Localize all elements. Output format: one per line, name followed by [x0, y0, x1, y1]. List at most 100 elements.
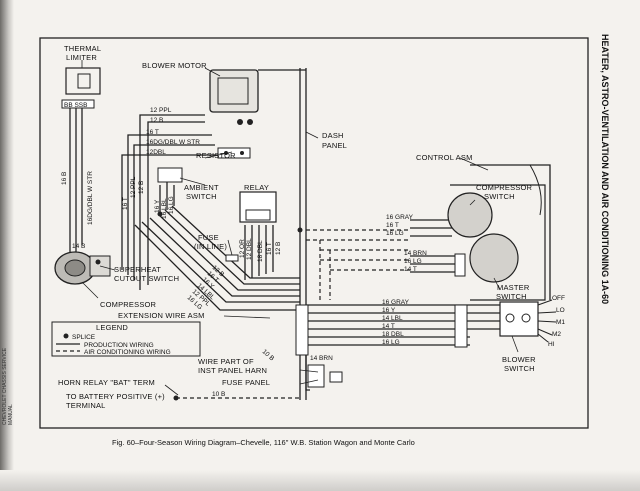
switch-pos-m1: M1: [556, 319, 565, 326]
label-to-battery-1: TO BATTERY POSITIVE (+): [66, 392, 165, 401]
relay: [239, 191, 277, 223]
dashed-run-1: [306, 229, 410, 271]
label-dash-panel-1: DASH: [322, 131, 344, 140]
wire-label: 14 LBL: [382, 315, 403, 322]
wire-label: 16 Y: [382, 307, 396, 314]
label-superheat-1: SUPERHEAT: [114, 265, 161, 274]
wire-resistor-group: [121, 134, 220, 280]
switch-pos-hi: HI: [548, 341, 555, 348]
blower-switch: [499, 299, 557, 343]
wire-label: 12 PPL: [150, 107, 172, 114]
wire-relay: [244, 225, 274, 280]
switch-pos-off: OFF: [552, 295, 565, 302]
diagram-border: [39, 37, 589, 429]
label-relay: RELAY: [244, 183, 269, 192]
wire-label: 12DBL: [146, 149, 166, 156]
legend: LEGEND SPLICE PRODUCTION WIRING AIR COND…: [51, 321, 201, 357]
master-switch-dome: [469, 233, 519, 283]
label-thermal-limiter-1: THERMAL: [64, 44, 101, 53]
wire-diagonal-bundle: [134, 205, 300, 311]
wire-label: 16 T: [386, 222, 399, 229]
dashed-vertical: [319, 240, 331, 300]
page-binding-shadow: [0, 0, 14, 491]
wire-label: 16 T: [266, 242, 273, 255]
leader-lines: [81, 60, 519, 396]
wire-label: 12 B: [275, 242, 282, 255]
wire-ambient: [159, 180, 175, 214]
switch-pos-m2: M2: [552, 331, 561, 338]
label-extension-wire: EXTENSION WIRE ASM: [118, 311, 205, 320]
wire-label: 12 DBL: [246, 238, 253, 260]
legend-title: LEGEND: [96, 323, 128, 332]
wire-label: 16 LG: [168, 196, 175, 214]
page-bottom-shadow: [0, 470, 640, 491]
wire-lower-horizontal: [306, 304, 470, 346]
ambient-switch: [157, 167, 183, 183]
wire-label: 16 B: [61, 172, 68, 185]
wire-label: 16 LG: [382, 339, 400, 346]
wire-label: 16 Y: [154, 199, 161, 213]
connector-blocks: [295, 253, 468, 388]
label-master-switch-2: SWITCH: [496, 292, 527, 301]
label-superheat-2: CUTOUT SWITCH: [114, 274, 179, 283]
switch-pos-lo: LO: [556, 307, 565, 314]
wire-compressor-switch: [410, 219, 452, 237]
wire-label: 16 GRAY: [382, 299, 410, 306]
wire-thermal-to-compressor: [69, 108, 83, 255]
fuse-panel-small: [329, 371, 343, 383]
wire-blower-left: [139, 114, 205, 290]
splices: [95, 211, 303, 401]
compressor-switch-dome: [447, 192, 493, 238]
wire-label: 16DG/DBL W STR: [146, 139, 200, 146]
label-blower-switch-2: SWITCH: [504, 364, 535, 373]
wire-label: 14 BRN: [404, 250, 427, 257]
connector-dash: [295, 304, 309, 356]
wire-label: 12 PPL: [130, 176, 137, 198]
thermal-limiter: BB SSB: [61, 67, 101, 109]
wire-label: 10 B: [261, 348, 276, 362]
fuse-panel-block: [307, 364, 325, 388]
label-compressor-switch-2: SWITCH: [484, 192, 515, 201]
label-blower-motor: BLOWER MOTOR: [142, 61, 207, 70]
label-fuse-1: FUSE: [198, 233, 219, 242]
label-control-asm: CONTROL ASM: [416, 153, 473, 162]
connector-lower-control: [454, 304, 468, 348]
wire-label: 16DG/DBL W STR: [87, 171, 94, 225]
legend-ac: AIR CONDITIONING WIRING: [84, 349, 171, 356]
wire-label: 12 OR: [239, 239, 246, 258]
label-horn-relay: HORN RELAY "BAT" TERM: [58, 378, 155, 387]
wire-label: 16 T: [122, 197, 129, 210]
connector-mid-control: [454, 253, 466, 277]
wire-label: 14 T: [404, 266, 417, 273]
wire-label: 16 GRAY: [386, 214, 414, 221]
label-thermal-limiter-2: LIMITER: [66, 53, 97, 62]
wire-fuse-panel: [305, 355, 310, 391]
inline-fuse: [225, 254, 239, 262]
label-wire-part-2: INST PANEL HARN: [198, 366, 267, 375]
label-fuse-2: (IN LINE): [194, 242, 227, 251]
blower-motor: [209, 69, 259, 125]
label-resistor: RESISTOR: [196, 151, 236, 160]
legend-splice: SPLICE: [72, 334, 96, 341]
wire-label: 14 BRN: [310, 355, 333, 362]
label-ambient-2: SWITCH: [186, 192, 217, 201]
wire-label: 16 T: [146, 129, 159, 136]
label-dash-panel-2: PANEL: [322, 141, 347, 150]
wire-label: 14 B: [72, 243, 85, 250]
label-compressor-switch-1: COMPRESSOR: [476, 183, 533, 192]
label-master-switch-1: MASTER: [497, 283, 530, 292]
wire-label: 12 B: [150, 117, 163, 124]
label-ambient-1: AMBIENT: [184, 183, 219, 192]
legend-production: PRODUCTION WIRING: [84, 342, 154, 349]
label-to-battery-2: TERMINAL: [66, 401, 106, 410]
label-compressor: COMPRESSOR: [100, 300, 157, 309]
wire-control-rod: [470, 164, 551, 300]
wire-control-mid: [410, 255, 460, 273]
wire-label: 16 LG: [386, 230, 404, 237]
label-wire-part-1: WIRE PART OF: [198, 357, 254, 366]
wire-label: 10 B: [212, 391, 225, 398]
label-blower-switch-1: BLOWER: [502, 355, 536, 364]
ac-dashed-wiring: [176, 229, 410, 399]
